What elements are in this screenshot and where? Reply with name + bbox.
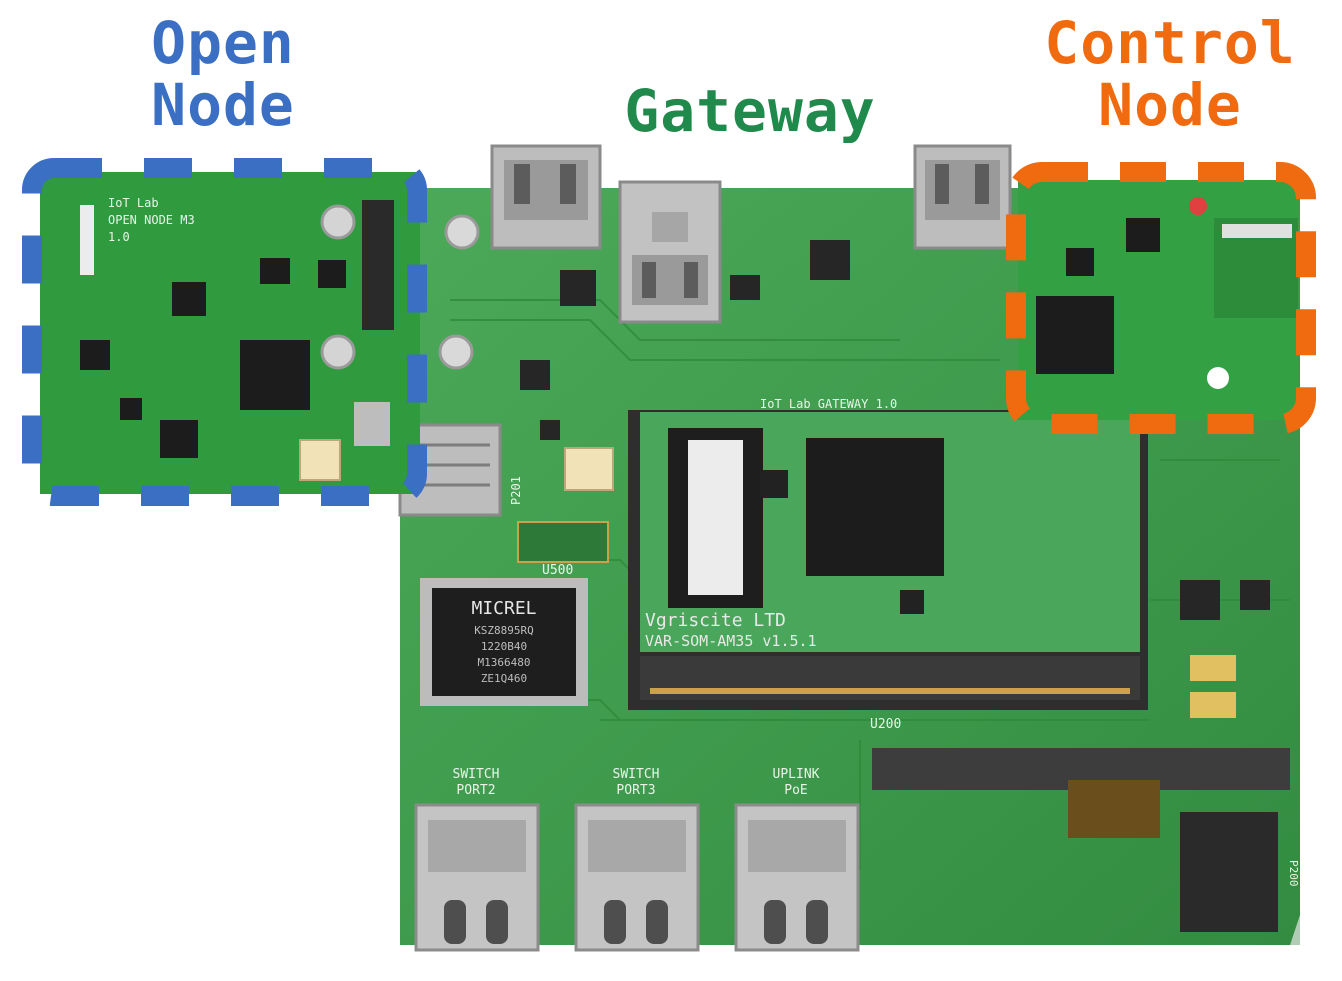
usb-port-3 xyxy=(618,180,722,324)
som-label-1: Vgriscite LTD xyxy=(645,610,786,631)
som-label-2: VAR-SOM-AM35 v1.5.1 xyxy=(645,632,817,650)
uplink-label-1: UPLINK xyxy=(773,767,820,782)
open-node-board: IoT Lab OPEN NODE M3 1.0 xyxy=(40,172,420,494)
usb-port-1 xyxy=(490,144,602,250)
ethernet-port-switch2: SWITCH PORT2 xyxy=(414,767,540,952)
control-node-title: Control Node xyxy=(1020,12,1320,136)
switch3-label-1: SWITCH xyxy=(613,767,660,782)
open-node-silk-1: IoT Lab xyxy=(108,196,159,210)
control-node-title-line2: Node xyxy=(1098,71,1242,139)
open-node-title-line2: Node xyxy=(151,71,295,139)
u200-label: U200 xyxy=(870,717,901,732)
som-module: Vgriscite LTD VAR-SOM-AM35 v1.5.1 xyxy=(628,410,1148,710)
micrel-switch-chip: MICREL KSZ8895RQ 1220B40 M1366480 ZE1Q46… xyxy=(420,578,588,706)
u500-label: U500 xyxy=(542,563,573,578)
transformer xyxy=(1068,780,1160,838)
micrel-label-1: MICREL xyxy=(471,598,536,619)
control-node-title-line1: Control xyxy=(1044,9,1296,77)
micrel-label-2: KSZ8895RQ xyxy=(474,624,534,637)
open-node-title-line1: Open xyxy=(151,9,295,77)
power-jack xyxy=(1180,812,1278,932)
capacitors xyxy=(438,214,1236,718)
open-node-title: Open Node xyxy=(118,12,328,136)
p200-label: P200 xyxy=(1287,860,1300,887)
control-node-frame xyxy=(1006,162,1316,434)
p201-label: P201 xyxy=(509,476,523,505)
switch3-label-2: PORT3 xyxy=(616,783,655,798)
gateway-silk-label: IoT Lab GATEWAY 1.0 xyxy=(760,397,897,411)
control-node-board xyxy=(1018,180,1298,420)
pin-header xyxy=(517,521,609,563)
gateway-title: Gateway xyxy=(624,77,876,145)
open-node-silk-3: 1.0 xyxy=(108,230,130,244)
micrel-label-4: M1366480 xyxy=(478,656,531,669)
ethernet-port-switch3: SWITCH PORT3 xyxy=(574,767,700,952)
switch2-label-2: PORT2 xyxy=(456,783,495,798)
micrel-label-5: ZE1Q460 xyxy=(481,672,527,685)
switch2-label-1: SWITCH xyxy=(453,767,500,782)
uplink-label-2: PoE xyxy=(784,783,807,798)
usb-port-2 xyxy=(913,144,1012,250)
micrel-label-3: 1220B40 xyxy=(481,640,527,653)
open-node-connector xyxy=(362,200,394,330)
white-connector xyxy=(564,447,614,491)
open-node-frame xyxy=(22,158,427,506)
open-node-silk-2: OPEN NODE M3 xyxy=(108,213,195,227)
ethernet-port-uplink: UPLINK PoE xyxy=(734,767,860,952)
